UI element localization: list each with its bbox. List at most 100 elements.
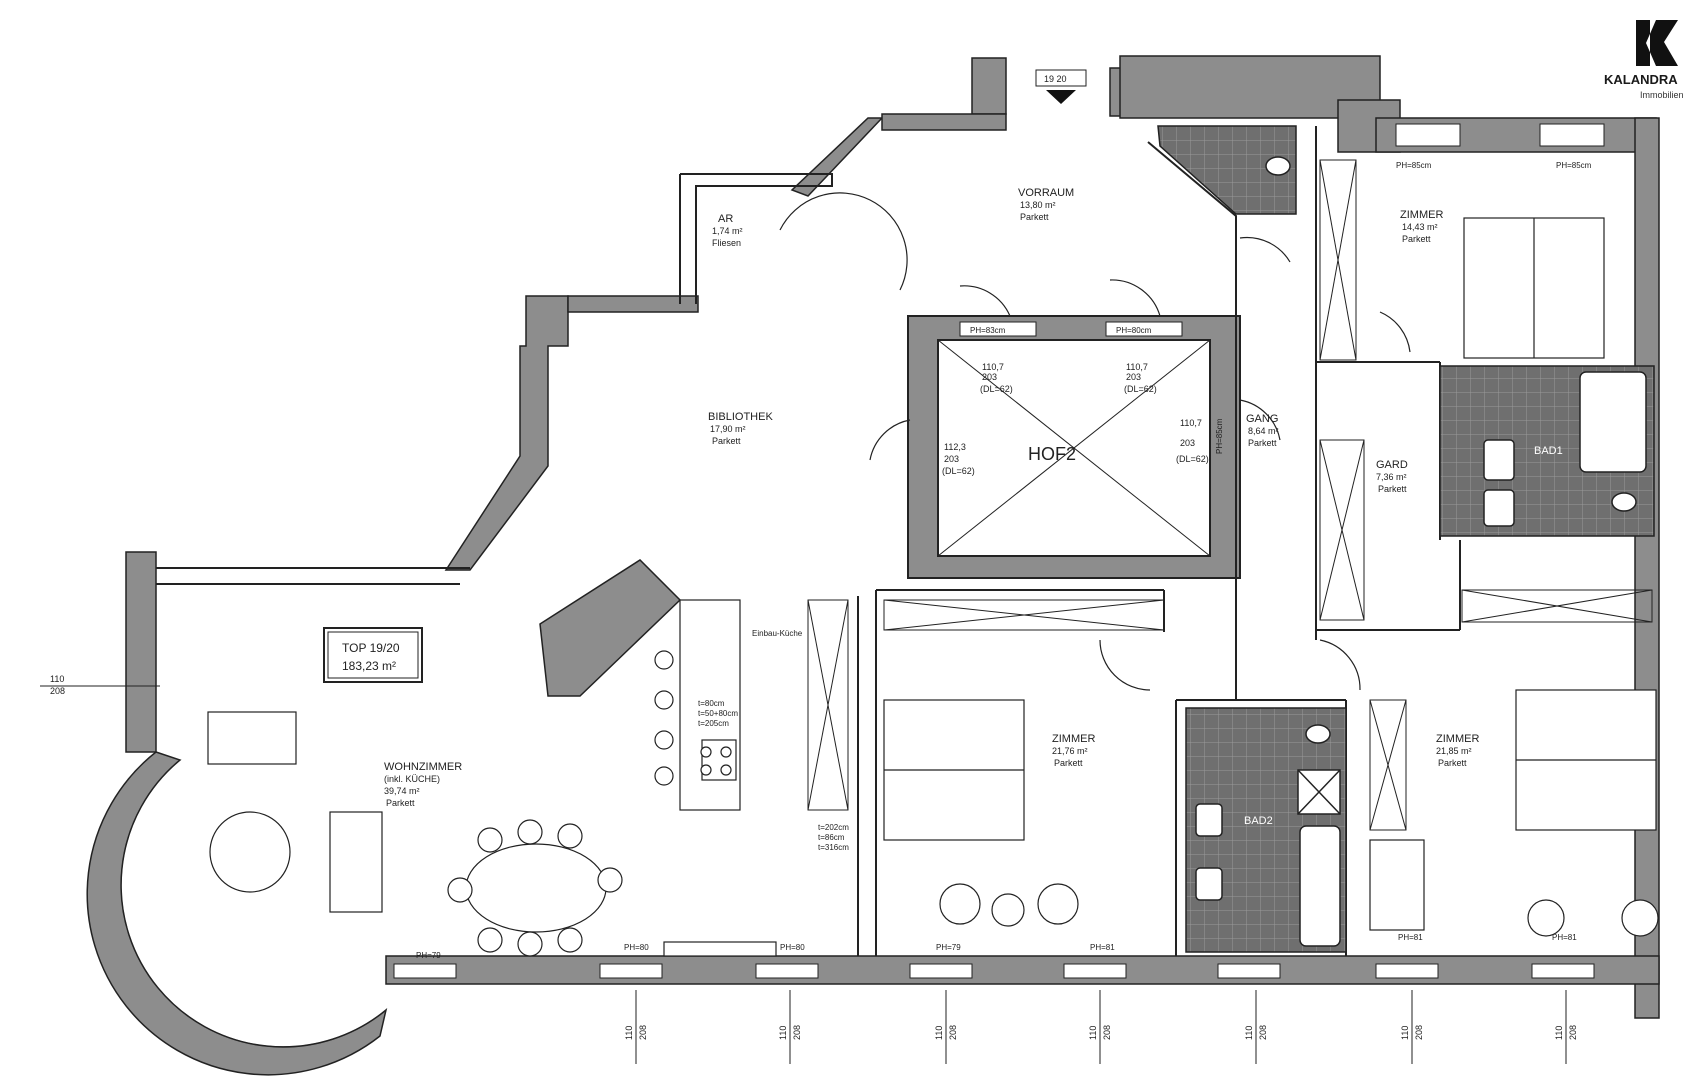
sofa (207, 711, 297, 765)
toilet-icon (1265, 156, 1291, 176)
room-area: 13,80 m² (1020, 200, 1056, 210)
window-height-label: 208 (948, 1025, 958, 1040)
door-dim: (DL=62) (980, 384, 1013, 394)
room-name: GANG (1246, 413, 1278, 425)
toilet-icon (1305, 724, 1331, 744)
window-height-label: 208 (50, 686, 65, 696)
windows (393, 123, 1605, 979)
window-height-label: 208 (1258, 1025, 1268, 1040)
courtyard-name: HOF2 (1028, 444, 1076, 464)
room-floor: Parkett (1248, 438, 1277, 448)
room-name: WOHNZIMMER (384, 761, 462, 773)
room-area: 17,90 m² (710, 424, 746, 434)
wardrobes (807, 159, 1653, 831)
window-sill-label: PH=85cm (1556, 161, 1592, 170)
room-zimmer-mid: ZIMMER 21,76 m² Parkett (1052, 733, 1095, 768)
room-area: 1,74 m² (712, 226, 743, 236)
window-height-label: 208 (1102, 1025, 1112, 1040)
room-floor: Parkett (712, 436, 741, 446)
room-area: 21,76 m² (1052, 746, 1088, 756)
kitchen-notes: Einbau-Küche t=80cm t=50+80cm t=205cm t=… (698, 629, 849, 852)
door-dim: (DL=62) (1124, 384, 1157, 394)
entrance-arrow-icon (1046, 90, 1076, 104)
coffee-table (209, 811, 291, 893)
window-height-label: 208 (1568, 1025, 1578, 1040)
door-passage-labels: PH=83cm PH=80cm PH=85cm PH=85cm PH=85cm … (942, 161, 1592, 476)
sink-icon (1195, 867, 1223, 901)
window-width-label: 110 (1244, 1026, 1254, 1040)
sill-label: PH=81 (1552, 933, 1577, 942)
desk (1369, 839, 1425, 931)
sill-label: PH=81 (1398, 933, 1423, 942)
door-dim: 110,7 (1126, 362, 1148, 372)
sill-label: PH=80 (624, 943, 649, 952)
window-height-label: 208 (638, 1025, 648, 1040)
window-height-label: 208 (792, 1025, 802, 1040)
window-height-label: 208 (1414, 1025, 1424, 1040)
window-width-label: 110 (1088, 1026, 1098, 1040)
window-sill-label: PH=85cm (1396, 161, 1432, 170)
room-gard: GARD 7,36 m² Parkett (1376, 459, 1408, 494)
logo-name: KALANDRA (1604, 72, 1678, 87)
room-name: ZIMMER (1052, 733, 1095, 745)
kitchen-note: t=316cm (818, 843, 849, 852)
top-box-unit: TOP 19/20 (342, 641, 400, 655)
room-floor: Parkett (386, 798, 415, 808)
room-labels: VORRAUM 13,80 m² Parkett AR 1,74 m² Flie… (384, 187, 1563, 827)
door-dim: 203 (1126, 372, 1141, 382)
room-wohnzimmer: WOHNZIMMER (inkl. KÜCHE) 39,74 m² Parket… (384, 761, 462, 808)
room-name: VORRAUM (1018, 187, 1074, 199)
sink-icon (1195, 803, 1223, 837)
kitchen-note: t=80cm (698, 699, 725, 708)
dining-table (465, 843, 607, 933)
door-dim: 110,7 (1180, 418, 1202, 428)
round-bay (86, 751, 388, 1076)
sill-label: PH=79 (416, 951, 441, 960)
window-width-label: 110 (1400, 1026, 1410, 1040)
room-name: GARD (1376, 459, 1408, 471)
door-dim: 110,7 (982, 362, 1004, 372)
top-box-area: 183,23 m² (342, 659, 396, 673)
sill-label: PH=80 (780, 943, 805, 952)
room-note: (inkl. KÜCHE) (384, 774, 440, 784)
room-name: ZIMMER (1436, 733, 1479, 745)
bathtub-icon (1579, 371, 1647, 473)
kitchen-note: t=205cm (698, 719, 729, 728)
window-width-label: 110 (934, 1026, 944, 1040)
kitchen-label: Einbau-Küche (752, 629, 803, 638)
window-width-label: 110 (778, 1026, 788, 1040)
room-name: ZIMMER (1400, 209, 1443, 221)
room-floor: Parkett (1438, 758, 1467, 768)
door-height-label: PH=85cm (1215, 418, 1224, 454)
outer-walls (125, 55, 1660, 1019)
room-name: BAD1 (1534, 445, 1563, 457)
toilet-icon (1611, 492, 1637, 512)
entrance-label: 19 20 (1044, 74, 1067, 84)
room-floor: Parkett (1402, 234, 1431, 244)
courtyard: HOF2 (937, 339, 1211, 557)
door-dim: (DL=62) (1176, 454, 1209, 464)
window-width-label: 110 (50, 674, 64, 684)
sill-label: PH=79 (936, 943, 961, 952)
room-floor: Parkett (1020, 212, 1049, 222)
furniture (207, 217, 1659, 957)
logo-mark-icon (1636, 20, 1678, 66)
room-name: AR (718, 213, 733, 225)
room-gang: GANG 8,64 m² Parkett (1246, 413, 1279, 448)
room-area: 21,85 m² (1436, 746, 1472, 756)
room-ar: AR 1,74 m² Fliesen (712, 213, 743, 248)
door-height-label: PH=83cm (970, 326, 1006, 335)
fixtures (1195, 156, 1647, 947)
room-zimmer-ne: ZIMMER 14,43 m² Parkett (1400, 209, 1443, 244)
kitchen-note: t=202cm (818, 823, 849, 832)
kitchen-note: t=86cm (818, 833, 845, 842)
kitchen-note: t=50+80cm (698, 709, 738, 718)
door-dim: 203 (982, 372, 997, 382)
bathtub-icon (1299, 825, 1341, 947)
room-bibliothek: BIBLIOTHEK 17,90 m² Parkett (708, 411, 773, 446)
room-bad1: BAD1 (1534, 445, 1563, 457)
room-area: 7,36 m² (1376, 472, 1407, 482)
kalandra-logo: KALANDRA Immobilien (1604, 20, 1684, 100)
